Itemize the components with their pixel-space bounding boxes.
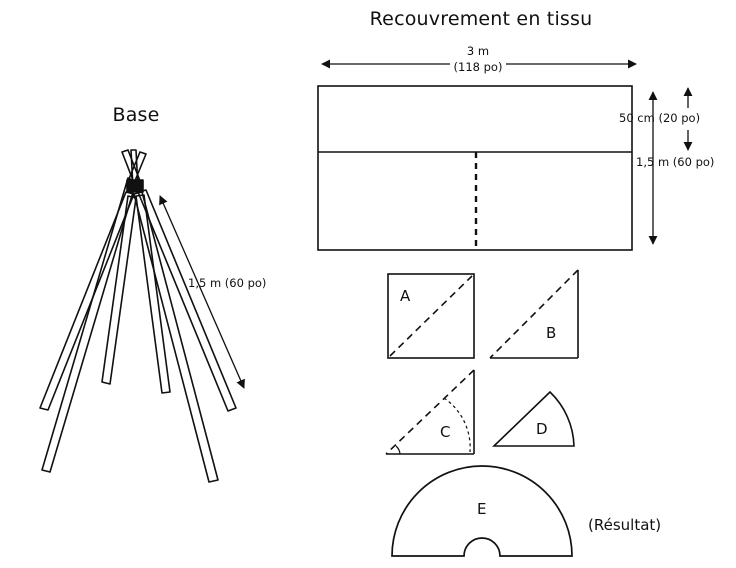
piece-c-label: C: [440, 423, 451, 441]
base-title: Base: [112, 104, 160, 126]
cover-title: Recouvrement en tissu: [369, 8, 593, 30]
pole: [41, 177, 137, 473]
pole: [39, 191, 135, 411]
piece-a-label: A: [400, 287, 411, 305]
pole: [133, 191, 219, 483]
pole-length-arrow: [159, 195, 245, 389]
width-value: 3 m: [466, 44, 490, 58]
result-label: (Résultat): [588, 516, 662, 534]
piece-d-label: D: [536, 420, 548, 438]
pole: [101, 195, 137, 385]
pole-length-label: 1,5 m (60 po): [188, 276, 267, 290]
piece-a: [387, 273, 475, 359]
piece-b-label: B: [546, 324, 557, 342]
piece-b: [489, 269, 579, 359]
pole-frame: [39, 149, 237, 483]
fabric-rectangle: [317, 85, 633, 251]
pole: [137, 189, 237, 412]
piece-e-label: E: [477, 500, 487, 518]
piece-d: [492, 390, 575, 447]
piece-c: [385, 369, 475, 455]
pole: [135, 194, 171, 394]
lashing: [126, 179, 144, 193]
total-height-label: 1,5 m (60 po): [636, 155, 715, 169]
piece-e: [391, 465, 573, 557]
strip-height-label: 50 cm (20 po): [619, 111, 701, 125]
width-alt: (118 po): [453, 60, 503, 74]
fabric-outline: [317, 85, 633, 251]
